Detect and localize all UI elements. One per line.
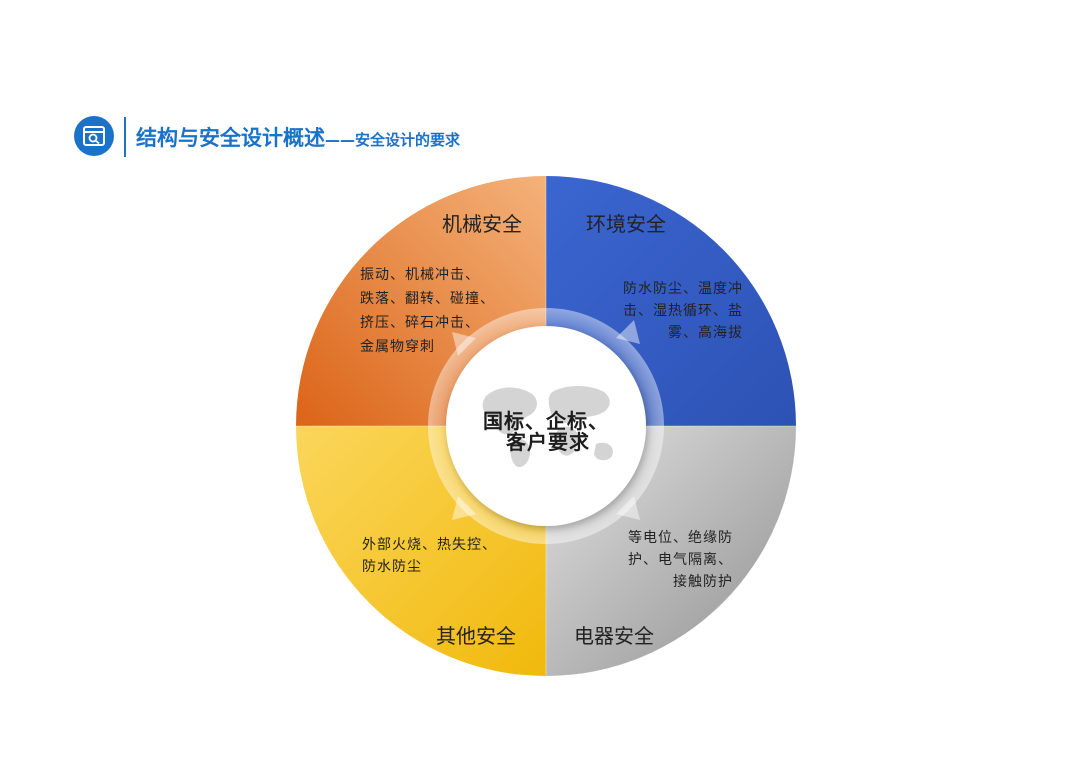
segment-desc-electrical-line: 护、电气隔离、 — [628, 551, 733, 568]
segment-desc-electrical-line: 接触防护 — [673, 573, 733, 590]
center-label-line1: 国标、企标、 — [483, 409, 609, 433]
segment-desc-electrical-line: 等电位、绝缘防 — [628, 529, 733, 546]
section-header: 结构与安全设计概述——安全设计的要求 — [74, 116, 774, 160]
page-title: 结构与安全设计概述——安全设计的要求 — [136, 122, 460, 152]
center-label-line2: 客户要求 — [505, 430, 590, 454]
segment-desc-other-line: 外部火烧、热失控、 — [362, 537, 497, 553]
cycle-arrow-ne — [616, 320, 640, 344]
cycle-arrow-se — [616, 496, 640, 520]
page-title-main: 结构与安全设计概述 — [136, 126, 325, 150]
cycle-arrow-sw — [452, 496, 476, 520]
world-map-icon — [482, 386, 613, 468]
center-circle — [446, 326, 646, 526]
segment-desc-mechanical-line: 跌落、翻转、碰撞、 — [360, 291, 495, 307]
header-divider — [124, 117, 126, 157]
page-subtitle: ——安全设计的要求 — [325, 131, 461, 149]
segment-title-other: 其他安全 — [436, 624, 516, 648]
segment-desc-environment-line: 雾、高海拔 — [668, 324, 743, 341]
segment-desc-environment-line: 防水防尘、温度冲 — [623, 281, 743, 297]
cycle-arrow-nw — [452, 332, 476, 356]
segment-desc-other-line: 防水防尘 — [362, 559, 422, 575]
segment-title-environment: 环境安全 — [586, 212, 666, 236]
browser-search-icon — [74, 116, 114, 156]
segment-title-electrical: 电器安全 — [574, 624, 654, 648]
segment-desc-mechanical-line: 振动、机械冲击、 — [360, 267, 480, 283]
segment-desc-mechanical-line: 挤压、碎石冲击、 — [360, 315, 480, 331]
segment-desc-mechanical-line: 金属物穿刺 — [360, 339, 435, 355]
segment-desc-environment-line: 击、湿热循环、盐 — [623, 303, 743, 319]
segment-title-mechanical: 机械安全 — [442, 212, 522, 236]
